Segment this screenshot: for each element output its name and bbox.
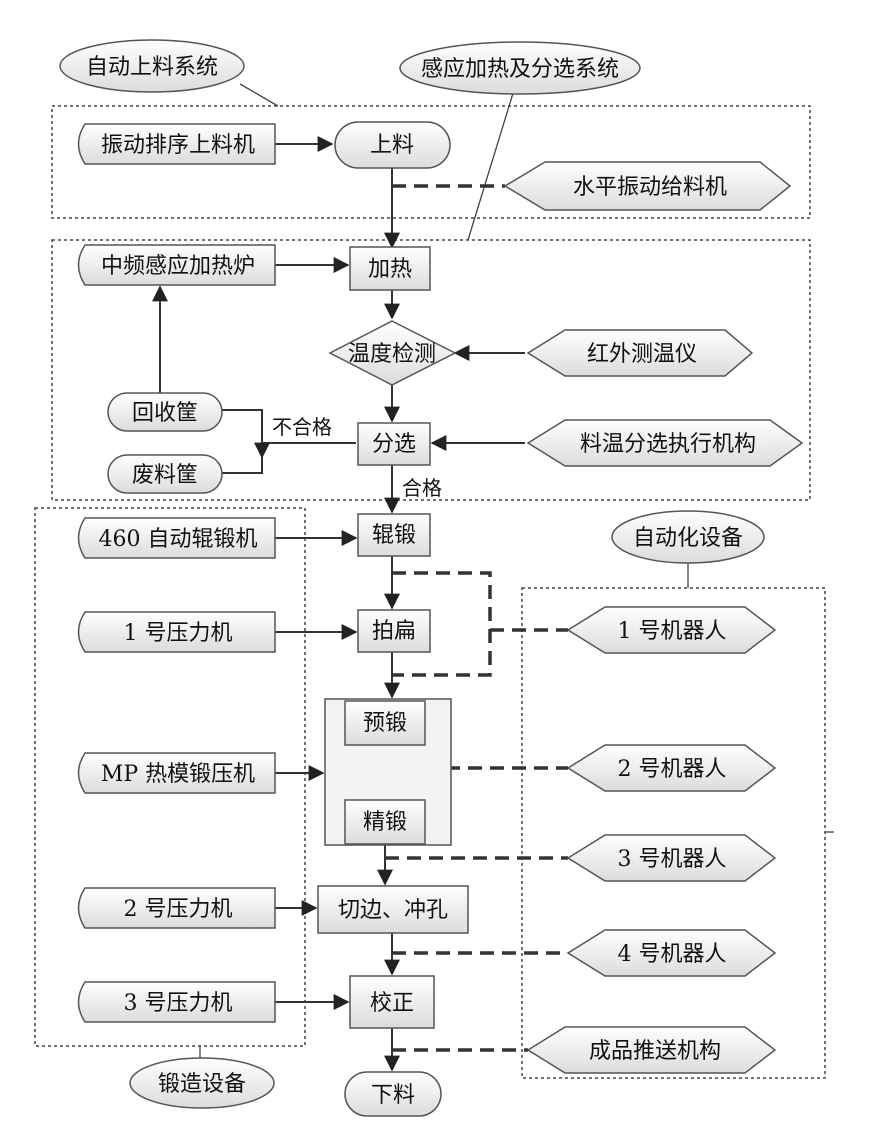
horizontal-vibration-feeder-node: 水平振动给料机	[503, 161, 792, 211]
svg-text:精锻: 精锻	[363, 810, 407, 835]
svg-text:红外测温仪: 红外测温仪	[587, 342, 697, 367]
svg-text:拍扁: 拍扁	[372, 619, 416, 644]
forging-equipment-box	[34, 507, 306, 1047]
svg-text:2 号机器人: 2 号机器人	[618, 757, 727, 782]
induction-furnace-node: 中频感应加热炉	[77, 244, 276, 286]
heating-system-label: 感应加热及分选系统	[399, 41, 641, 241]
svg-text:水平振动给料机: 水平振动给料机	[573, 175, 727, 200]
pass-label: 合格	[402, 476, 442, 500]
svg-text:料温分选执行机构: 料温分选执行机构	[580, 432, 756, 457]
sort-step: 分选	[357, 422, 431, 466]
svg-text:锻造设备: 锻造设备	[158, 1072, 246, 1097]
product-pusher-node: 成品推送机构	[526, 1026, 777, 1074]
svg-text:自动上料系统: 自动上料系统	[86, 55, 218, 80]
flatten-step: 拍扁	[357, 609, 431, 653]
svg-text:分选: 分选	[372, 432, 416, 457]
waste-basket-node: 废料筐	[107, 454, 223, 494]
roll-forging-machine-node: 460 自动辊锻机	[77, 517, 276, 559]
svg-text:1 号压力机: 1 号压力机	[124, 621, 233, 646]
press-3-node: 3 号压力机	[77, 981, 276, 1023]
svg-text:预锻: 预锻	[363, 711, 407, 736]
robot-1-node: 1 号机器人	[566, 606, 777, 654]
correct-step: 校正	[349, 975, 435, 1029]
load-step: 上料	[334, 121, 451, 169]
svg-text:2 号压力机: 2 号压力机	[124, 897, 233, 922]
feeding-system-box	[51, 105, 811, 219]
trim-punch-step: 切边、冲孔	[317, 885, 469, 934]
finish-forge-step: 精锻	[344, 799, 426, 845]
robot-4-node: 4 号机器人	[566, 929, 777, 977]
svg-text:辊锻: 辊锻	[372, 523, 416, 548]
preforge-step: 预锻	[344, 700, 426, 746]
svg-text:自动化设备: 自动化设备	[633, 526, 743, 551]
svg-text:振动排序上料机: 振动排序上料机	[101, 133, 255, 158]
svg-text:3 号机器人: 3 号机器人	[618, 847, 727, 872]
automation-equipment-box	[521, 587, 826, 1079]
robot-3-node: 3 号机器人	[566, 834, 777, 882]
infrared-thermometer-node: 红外测温仪	[526, 329, 754, 377]
svg-text:中频感应加热炉: 中频感应加热炉	[101, 254, 255, 279]
svg-text:感应加热及分选系统: 感应加热及分选系统	[421, 57, 619, 82]
temperature-sort-actuator-node: 料温分选执行机构	[526, 419, 804, 467]
unload-step: 下料	[344, 1071, 442, 1117]
heating-system-box	[51, 239, 811, 501]
svg-text:校正: 校正	[370, 991, 414, 1016]
robot-2-node: 2 号机器人	[566, 744, 777, 792]
press-1-node: 1 号压力机	[77, 611, 276, 653]
svg-text:3 号压力机: 3 号压力机	[124, 991, 233, 1016]
press-2-node: 2 号压力机	[77, 887, 276, 929]
svg-text:废料筐: 废料筐	[132, 463, 198, 488]
temperature-check-decision: 温度检测	[328, 320, 457, 386]
automation-equipment-label: 自动化设备	[611, 510, 765, 588]
forging-equipment-label: 锻造设备	[129, 1046, 275, 1109]
mp-hot-die-press-node: MP 热模锻压机	[77, 752, 276, 794]
feeding-system-label: 自动上料系统	[59, 39, 279, 107]
recycle-basket-node: 回收筐	[107, 392, 223, 432]
svg-text:460 自动辊锻机: 460 自动辊锻机	[99, 527, 258, 552]
svg-text:成品推送机构: 成品推送机构	[589, 1039, 721, 1064]
reject-label: 不合格	[272, 415, 332, 439]
svg-text:上料: 上料	[370, 133, 414, 158]
svg-text:4 号机器人: 4 号机器人	[618, 942, 727, 967]
svg-text:温度检测: 温度检测	[348, 342, 436, 367]
svg-text:1 号机器人: 1 号机器人	[618, 619, 727, 644]
heat-step: 加热	[349, 246, 431, 291]
forging-container: 预锻 精锻	[324, 698, 452, 846]
svg-text:下料: 下料	[371, 1083, 415, 1108]
svg-text:MP 热模锻压机: MP 热模锻压机	[101, 762, 255, 787]
svg-text:加热: 加热	[368, 257, 412, 282]
svg-text:切边、冲孔: 切边、冲孔	[338, 898, 448, 923]
svg-text:回收筐: 回收筐	[132, 401, 198, 426]
roll-forging-step: 辊锻	[357, 513, 431, 557]
vibration-feeder-node: 振动排序上料机	[77, 123, 276, 165]
